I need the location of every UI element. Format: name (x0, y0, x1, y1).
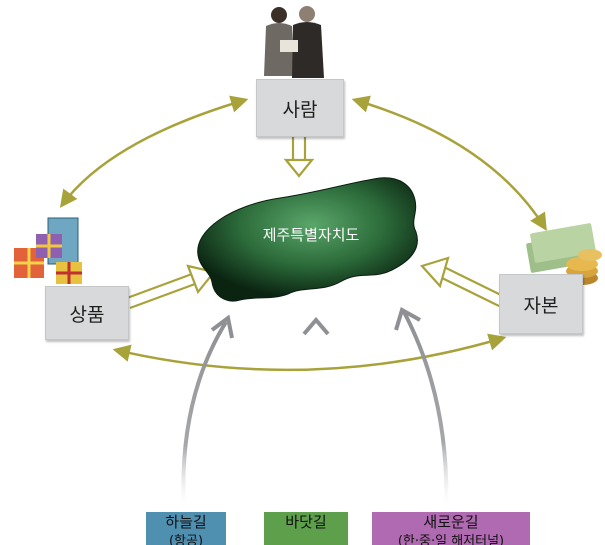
cycle-arrow-people-goods (59, 95, 249, 208)
air-route-arrow (181, 314, 234, 513)
path-new-label: 새로운길 (423, 513, 479, 531)
double-arrow-goods (126, 264, 216, 310)
cycle-arrow-people-capital (351, 95, 547, 231)
node-people-label: 사람 (282, 98, 318, 121)
path-air-label: 하늘길 (165, 513, 207, 531)
node-capital-label: 자본 (523, 294, 559, 317)
path-sea-label: 바닷길 (285, 513, 327, 531)
path-new-box: 새로운길 (한·중·일 해저터널) (372, 512, 530, 545)
node-capital: 자본 (499, 274, 583, 334)
path-sea-box: 바닷길 (264, 512, 348, 545)
businesspeople-icon (264, 6, 324, 78)
path-air-sublabel: (항공) (168, 534, 204, 545)
path-new-sublabel: (한·중·일 해저터널) (397, 534, 505, 545)
double-arrow-capital (420, 256, 504, 307)
new-route-arrow (394, 307, 449, 513)
center-label: 제주특별자치도 (262, 226, 360, 244)
cycle-arrow-goods-capital (112, 333, 507, 372)
jeju-island-shape (197, 177, 418, 302)
money-coins-icon (526, 223, 602, 285)
sea-route-arrow (302, 316, 330, 512)
node-goods: 상품 (45, 286, 129, 340)
node-people: 사람 (256, 79, 344, 137)
node-goods-label: 상품 (69, 303, 105, 326)
gift-boxes-icon (14, 217, 82, 284)
path-air-box: 하늘길 (항공) (146, 512, 226, 545)
double-arrow-people (283, 135, 315, 178)
